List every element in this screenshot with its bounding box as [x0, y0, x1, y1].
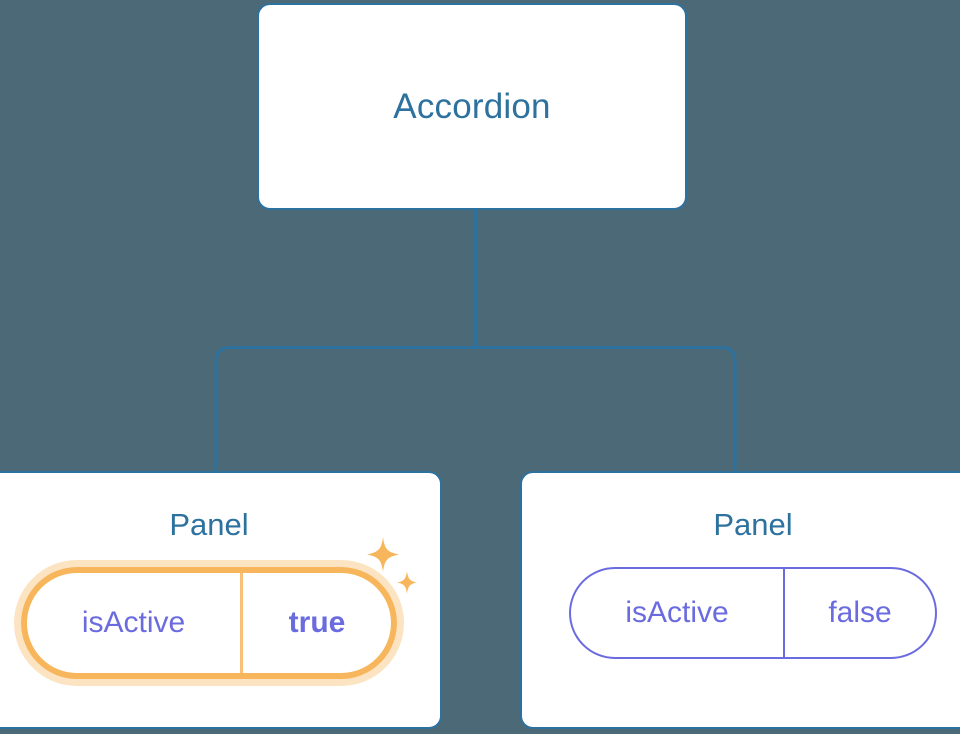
- node-panel-active[interactable]: Panel isActive true: [0, 471, 442, 729]
- sparkle-icon-small: [397, 571, 417, 594]
- prop-key: isActive: [571, 569, 785, 657]
- prop-value: true: [288, 606, 346, 639]
- prop-pill-wrapper-inactive: isActive false: [522, 567, 960, 659]
- prop-key: isActive: [27, 573, 243, 673]
- node-panel-inactive[interactable]: Panel isActive false: [520, 471, 960, 729]
- node-panel-inactive-label: Panel: [713, 507, 793, 542]
- node-accordion[interactable]: Accordion: [257, 3, 687, 210]
- prop-pill-isactive-true[interactable]: isActive true: [21, 567, 397, 679]
- prop-pill-isactive-false[interactable]: isActive false: [569, 567, 937, 659]
- connector-branch-left: [214, 346, 476, 471]
- node-panel-active-label: Panel: [169, 507, 249, 542]
- sparkle-icon: [367, 537, 399, 572]
- prop-pill-wrapper-active: isActive true: [0, 537, 440, 679]
- connector-branch-right: [475, 346, 737, 471]
- node-accordion-label: Accordion: [393, 87, 551, 126]
- prop-value: false: [828, 596, 892, 629]
